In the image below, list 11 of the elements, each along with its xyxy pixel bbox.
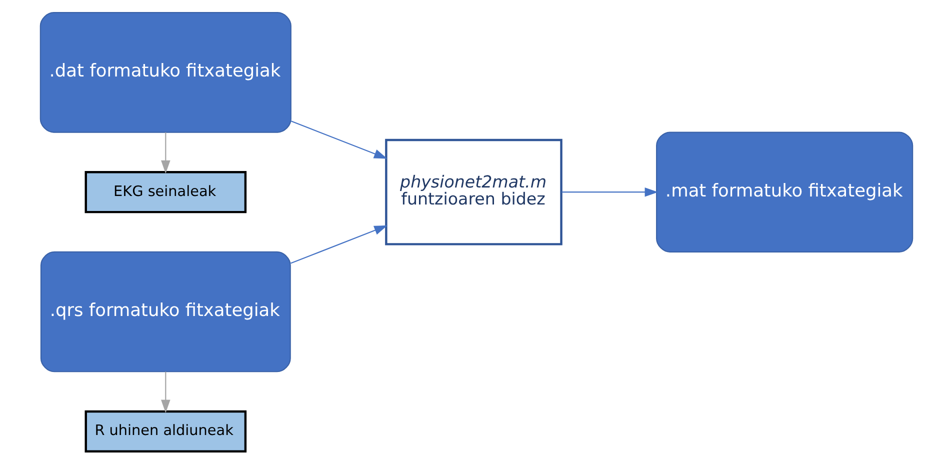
node-box: EKG seinaleak bbox=[84, 171, 246, 214]
arrow bbox=[290, 120, 387, 159]
arrow bbox=[561, 187, 658, 197]
arrow bbox=[290, 225, 388, 264]
arrow bbox=[160, 372, 170, 414]
node-box: .dat formatuko fitxategiak bbox=[39, 12, 291, 133]
arrow bbox=[160, 132, 170, 174]
node-box: .mat formatuko fitxategiak bbox=[656, 132, 913, 252]
node-box: R uhinen aldiuneak bbox=[84, 410, 246, 453]
node-box: .qrs formatuko fitxategiak bbox=[40, 251, 290, 372]
node-box: physionet2mat.m funtzioaren bidez bbox=[384, 138, 562, 246]
